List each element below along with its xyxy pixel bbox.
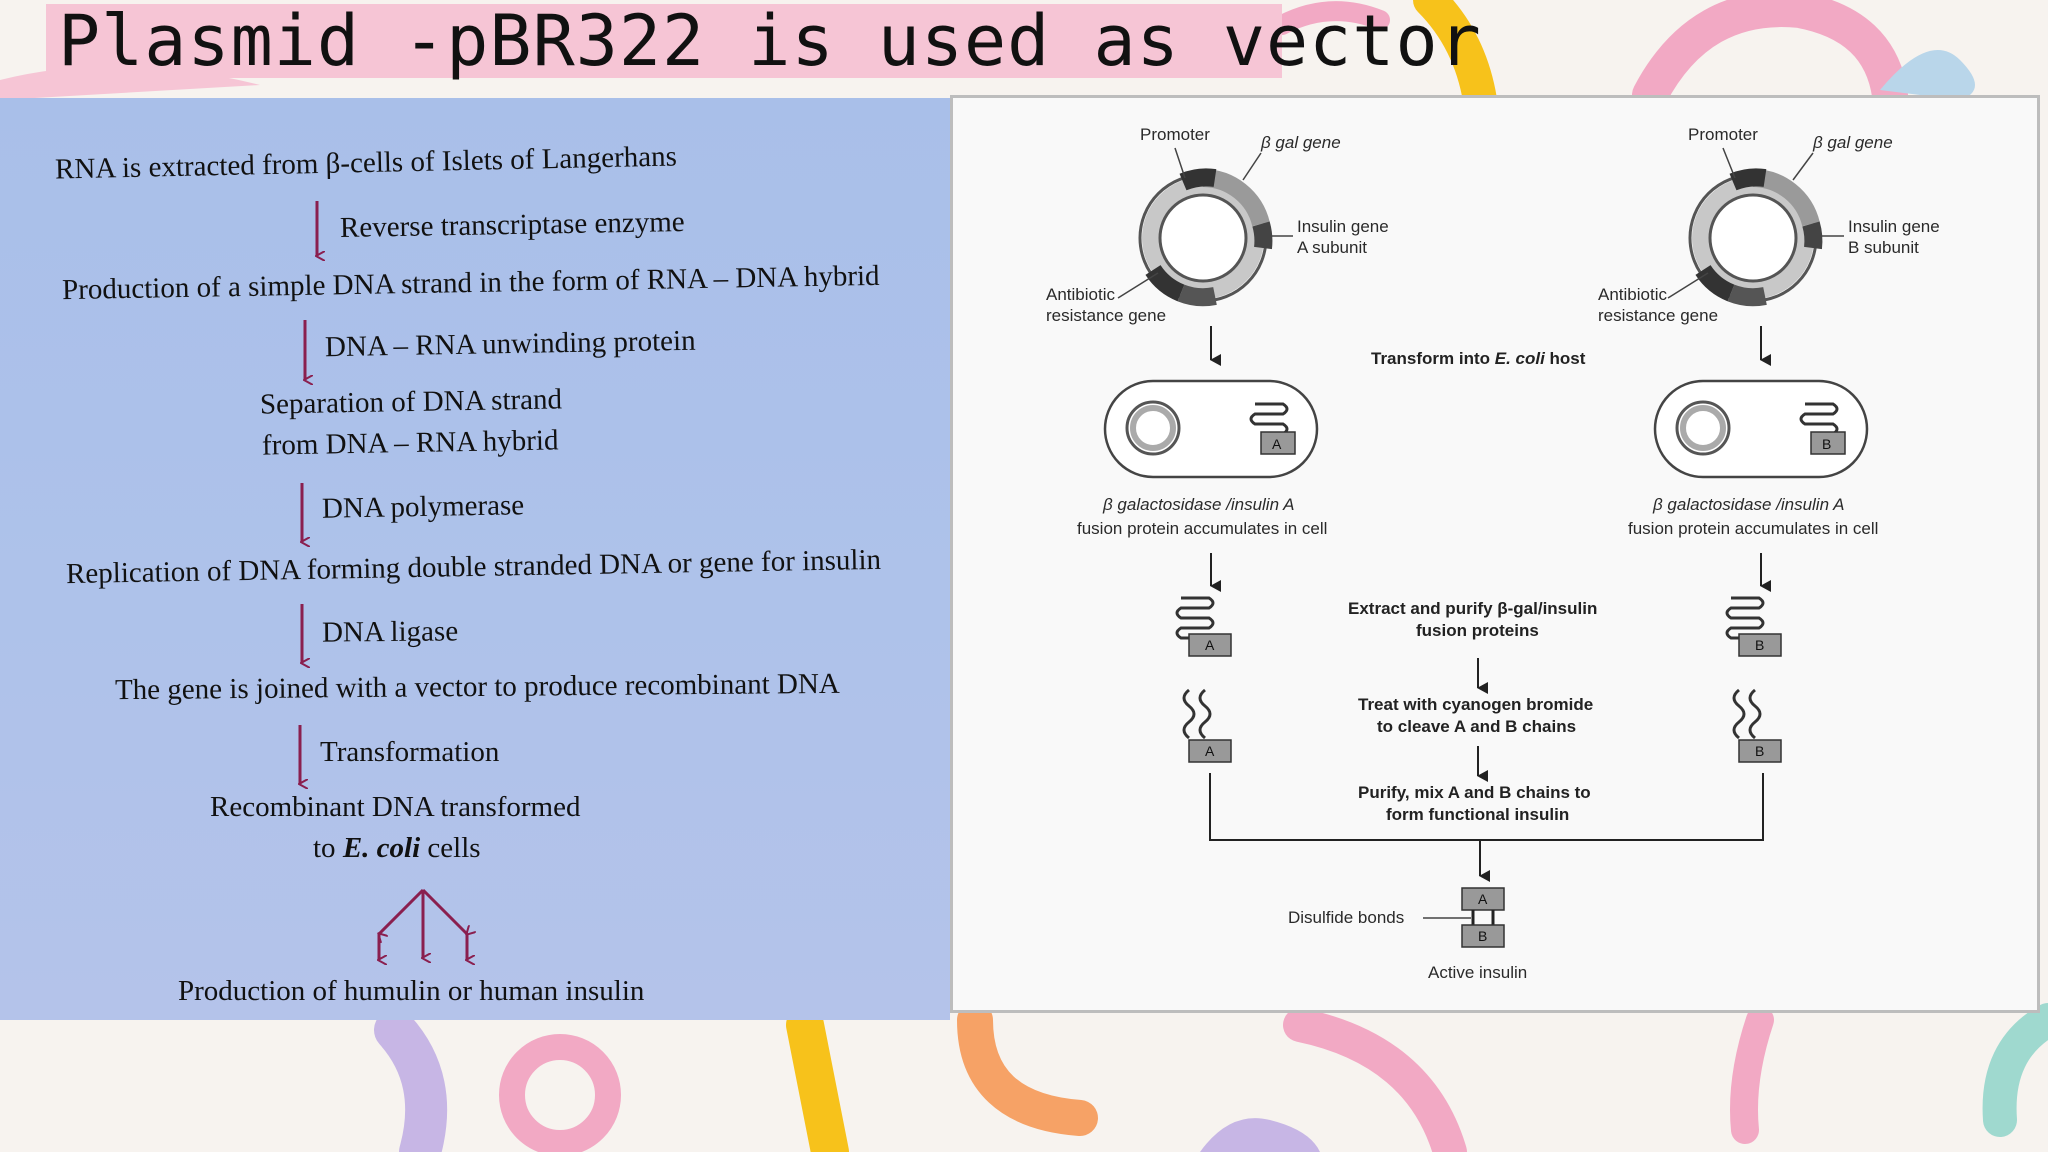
left-fusion-chain-letter: A bbox=[1205, 637, 1215, 653]
left-subunit-label: A subunit bbox=[1297, 238, 1367, 257]
active-insulin-label: Active insulin bbox=[1428, 963, 1527, 982]
left-promoter-leader bbox=[1174, 147, 1186, 179]
left-bgal-label: β gal gene bbox=[1260, 133, 1341, 152]
right-bgal-leader bbox=[1792, 152, 1814, 181]
flow-label-reverse-transcriptase: Reverse transcriptase enzyme bbox=[339, 205, 685, 245]
plasmid-left bbox=[1138, 168, 1273, 307]
right-resistance-label: resistance gene bbox=[1598, 306, 1718, 325]
decor-pink-arc-bottom-center bbox=[1283, 1008, 1467, 1152]
decor-yellow-stroke-bottom bbox=[786, 1006, 849, 1152]
disulfide-label: Disulfide bonds bbox=[1288, 908, 1404, 927]
active-chain-a: A bbox=[1478, 891, 1488, 907]
ecoli-cell-right: B bbox=[1653, 379, 1869, 479]
decor-pink-ring-bottom bbox=[499, 1034, 621, 1152]
flow-step-transformed-line1: Recombinant DNA transformed bbox=[210, 791, 581, 823]
treat-line1: Treat with cyanogen bromide bbox=[1358, 695, 1593, 714]
active-insulin: A B bbox=[1461, 887, 1505, 948]
figure-diagram: Promoter β gal gene Insulin gene A subun… bbox=[1046, 125, 1940, 982]
flow-to-text: to bbox=[313, 832, 336, 864]
left-cell-chain-letter: A bbox=[1272, 436, 1282, 452]
decor-pink-arc-title-right bbox=[1272, 1, 1390, 35]
decor-lavender-stroke-bottom-left bbox=[374, 1009, 448, 1152]
purify-line2: form functional insulin bbox=[1386, 805, 1569, 824]
right-fusion-protein: B bbox=[1725, 596, 1782, 657]
left-chain-letter: A bbox=[1205, 743, 1215, 759]
flow-label-transformation: Transformation bbox=[320, 736, 500, 768]
insulin-production-figure: Promoter β gal gene Insulin gene A subun… bbox=[950, 95, 2040, 1013]
title-highlight-band bbox=[46, 4, 1282, 78]
right-promoter-label: Promoter bbox=[1688, 125, 1758, 144]
right-fusion-line2: fusion protein accumulates in cell bbox=[1628, 519, 1878, 538]
decor-pink-arc-top-right bbox=[1632, 0, 1908, 113]
right-chain-cleaved: B bbox=[1732, 688, 1782, 763]
slide-title: Plasmid -pBR322 is used as vector bbox=[58, 0, 1482, 82]
flow-cells-text: cells bbox=[427, 832, 481, 864]
flow-label-dna-ligase: DNA ligase bbox=[321, 615, 459, 649]
treat-line2: to cleave A and B chains bbox=[1377, 717, 1576, 736]
joining-bracket bbox=[1209, 773, 1764, 841]
flow-ecoli-text: E. coli bbox=[342, 832, 421, 864]
left-bgal-leader bbox=[1242, 152, 1262, 181]
decor-lavender-blob-bottom bbox=[1200, 1118, 1320, 1152]
flow-step-separation-line2: from DNA – RNA hybrid bbox=[261, 424, 559, 462]
flow-step-recombinant-dna: The gene is joined with a vector to prod… bbox=[114, 667, 840, 707]
extract-line2: fusion proteins bbox=[1416, 621, 1539, 640]
left-fusion-line2: fusion protein accumulates in cell bbox=[1077, 519, 1327, 538]
left-resistance-label: resistance gene bbox=[1046, 306, 1166, 325]
flow-branching-arrows bbox=[379, 888, 467, 960]
ecoli-cell-left: A bbox=[1103, 379, 1319, 479]
extract-line1: Extract and purify β-gal/insulin bbox=[1348, 599, 1597, 618]
left-chain-cleaved: A bbox=[1182, 688, 1232, 763]
decor-yellow-stroke-top bbox=[1413, 0, 1497, 117]
right-fusion-line1: β galactosidase /insulin A bbox=[1652, 495, 1844, 514]
left-antibiotic-leader bbox=[1117, 272, 1159, 299]
decor-blue-shape-top-right bbox=[1880, 50, 1975, 100]
purify-line1: Purify, mix A and B chains to bbox=[1358, 783, 1591, 802]
decor-teal-arc-bottom-right bbox=[1982, 1003, 2048, 1137]
flow-label-dna-polymerase: DNA polymerase bbox=[321, 489, 525, 525]
flow-step-transformed-line2: to E. coli cells bbox=[313, 829, 481, 867]
left-antibiotic-label: Antibiotic bbox=[1046, 285, 1115, 304]
right-fusion-chain-letter: B bbox=[1755, 637, 1764, 653]
right-bgal-label: β gal gene bbox=[1812, 133, 1893, 152]
active-chain-b: B bbox=[1478, 928, 1487, 944]
left-fusion-protein: A bbox=[1175, 596, 1232, 657]
flow-step-humulin: Production of humulin or human insulin bbox=[178, 975, 645, 1007]
flow-step-separation-line1: Separation of DNA strand bbox=[259, 383, 563, 421]
left-insulin-gene-label: Insulin gene bbox=[1297, 217, 1389, 236]
right-subunit-label: B subunit bbox=[1848, 238, 1919, 257]
right-insulin-gene-label: Insulin gene bbox=[1848, 217, 1940, 236]
flowchart-panel: RNA is extracted from β-cells of Islets … bbox=[0, 98, 950, 1020]
left-fusion-line1: β galactosidase /insulin A bbox=[1102, 495, 1294, 514]
decor-pink-stroke-bottom-right bbox=[1730, 1006, 1774, 1144]
transform-label: Transform into E. coli host bbox=[1371, 349, 1586, 368]
right-cell-chain-letter: B bbox=[1822, 436, 1831, 452]
right-antibiotic-leader bbox=[1667, 272, 1709, 299]
flow-label-unwinding-protein: DNA – RNA unwinding protein bbox=[324, 324, 696, 364]
right-chain-letter: B bbox=[1755, 743, 1764, 759]
plasmid-right bbox=[1688, 168, 1823, 307]
right-antibiotic-label: Antibiotic bbox=[1598, 285, 1667, 304]
left-promoter-label: Promoter bbox=[1140, 125, 1210, 144]
decor-orange-arc-bottom bbox=[957, 1002, 1098, 1136]
flowchart-arrows bbox=[0, 201, 950, 1020]
right-promoter-leader bbox=[1722, 147, 1736, 179]
